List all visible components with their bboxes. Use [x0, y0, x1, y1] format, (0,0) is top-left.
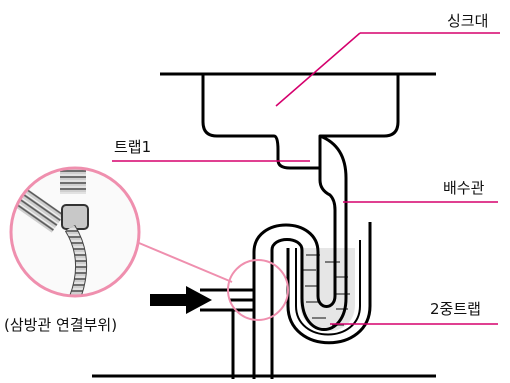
- tee-fitting-detail-icon: [9, 166, 141, 298]
- label-connection: (삼방관 연결부위): [4, 316, 118, 334]
- sink-leader-diagonal: [275, 32, 361, 107]
- label-drain-pipe: 배수관: [443, 179, 485, 197]
- label-trap1: 트랩1: [114, 138, 152, 156]
- outer-trap-inner-wall: [295, 240, 361, 336]
- label-double-trap: 2중트랩: [430, 300, 481, 318]
- sink-bowl: [201, 74, 400, 170]
- drain-pipe-inner: [270, 134, 348, 379]
- magnifier-connector: [138, 242, 233, 283]
- outer-trap-container: [286, 222, 372, 345]
- magnifier-circle: [227, 259, 289, 321]
- water-level: [300, 248, 355, 332]
- right-arrow-icon: [150, 286, 212, 314]
- drain-pipe-outer: [252, 136, 337, 379]
- label-sink: 싱크대: [447, 12, 489, 30]
